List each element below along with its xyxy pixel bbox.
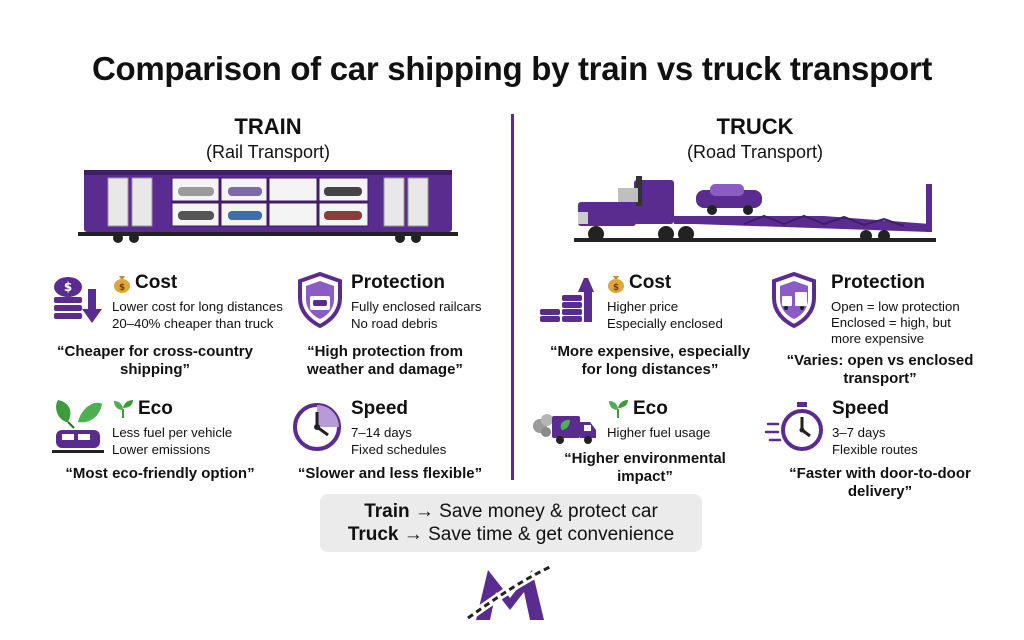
train-eco-title: Eco [138,398,173,419]
svg-text:$: $ [119,283,125,293]
train-speed-quote: “Slower and less flexible” [275,465,505,483]
truck-eco-quote-line-2: impact” [617,468,673,485]
train-protection-title: Protection [351,272,445,293]
truck-heading: TRUCK [716,114,794,139]
train-eco-quote-line-1: “Most eco-friendly option” [65,465,255,482]
truck-speed-quote-line-1: “Faster with door-to-door [789,465,971,482]
train-railcar-illustration [78,170,458,243]
sprout-icon [609,400,628,418]
svg-text:$: $ [64,280,72,294]
sprout-icon [114,400,133,418]
truck-cost-line-1: Higher price [607,299,679,314]
money-bag-icon: $ [114,276,130,293]
stopwatch-icon [764,402,823,451]
truck-speed-quote: “Faster with door-to-door delivery” [765,465,995,501]
truck-cost-line-2: Especially enclosed [607,316,723,331]
truck-cost-quote-line-2: for long distances” [581,361,719,378]
truck-eco-quote: “Higher environmental impact” [530,450,760,486]
train-subheading: (Rail Transport) [205,142,331,162]
truck-speed-title: Speed [832,398,890,419]
truck-protection-line-2: Enclosed = high, but [831,315,951,330]
svg-text:$: $ [613,283,619,293]
leaf-train-icon [52,400,104,453]
truck-heading-block: TRUCK (Road Transport) [655,114,855,163]
summary-truck-label: Truck [347,524,399,545]
column-divider [511,114,514,480]
truck-protection-title: Protection [831,272,925,293]
summary-panel: Train → Save money & protect car Truck →… [320,494,702,552]
summary-truck-text: → Save time & get convenience [403,524,675,545]
train-eco-quote: “Most eco-friendly option” [40,465,280,483]
train-speed-title: Speed [351,398,409,419]
brand-logo [465,562,554,622]
truck-protection-quote-line-2: transport” [843,370,917,387]
train-cost-quote-line-1: “Cheaper for cross-country [57,343,253,360]
truck-speed-line-2: Flexible routes [832,442,918,457]
truck-speed-line-1: 3–7 days [832,425,886,440]
page-title: Comparison of car shipping by train vs t… [91,50,933,87]
truck-exhaust-icon [533,414,596,444]
truck-protection-line-1: Open = low protection [831,299,960,314]
summary-train-row: Train → Save money & protect car [320,500,702,523]
truck-cost-quote-line-1: “More expensive, especially [549,343,751,360]
train-protection-quote-line-2: weather and damage” [307,361,463,378]
coin-stack-down-arrow-icon: $ [54,277,102,323]
train-protection-line-2: No road debris [351,316,438,331]
train-speed-quote-line-1: “Slower and less flexible” [297,465,483,482]
truck-protection-quote-line-1: “Varies: open vs enclosed [786,352,974,369]
truck-protection-line-3: more expensive [831,331,925,346]
train-eco-line-2: Lower emissions [112,442,211,457]
train-cost-line-1: Lower cost for long distances [112,299,283,314]
truck-protection-quote: “Varies: open vs enclosed transport” [765,352,995,388]
train-cost-line-2: 20–40% cheaper than truck [112,316,274,331]
train-speed-line-2: Fixed schedules [351,442,447,457]
train-eco-line-1: Less fuel per vehicle [112,425,233,440]
truck-speed-quote-line-2: delivery” [847,483,913,500]
summary-train-label: Train [364,501,410,522]
summary-truck-row: Truck → Save time & get convenience [320,523,702,546]
train-protection-quote-line-1: “High protection from [307,343,463,360]
clock-icon [293,403,341,451]
truck-eco-line-1: Higher fuel usage [607,425,711,440]
truck-eco-title: Eco [633,398,668,419]
train-speed-line-1: 7–14 days [351,425,412,440]
shield-icon [772,271,816,329]
train-cost-title: Cost [135,272,178,293]
money-bag-icon: $ [608,276,624,293]
truck-cost-quote: “More expensive, especially for long dis… [530,343,770,379]
truck-eco-quote-line-1: “Higher environmental [564,450,726,467]
truck-cost-title: Cost [629,272,672,293]
summary-train-text: → Save money & protect car [414,501,658,522]
truck-car-carrier-illustration [574,176,936,242]
coin-stack-up-arrow-icon [540,278,594,322]
train-cost-quote-line-2: shipping” [120,361,190,378]
train-protection-quote: “High protection from weather and damage… [270,343,500,379]
train-protection-line-1: Fully enclosed railcars [351,299,482,314]
truck-subheading: (Road Transport) [686,142,824,162]
shield-icon [298,271,342,329]
train-heading: TRAIN [234,114,302,139]
train-cost-quote: “Cheaper for cross-country shipping” [40,343,270,379]
train-heading-block: TRAIN (Rail Transport) [168,114,368,163]
